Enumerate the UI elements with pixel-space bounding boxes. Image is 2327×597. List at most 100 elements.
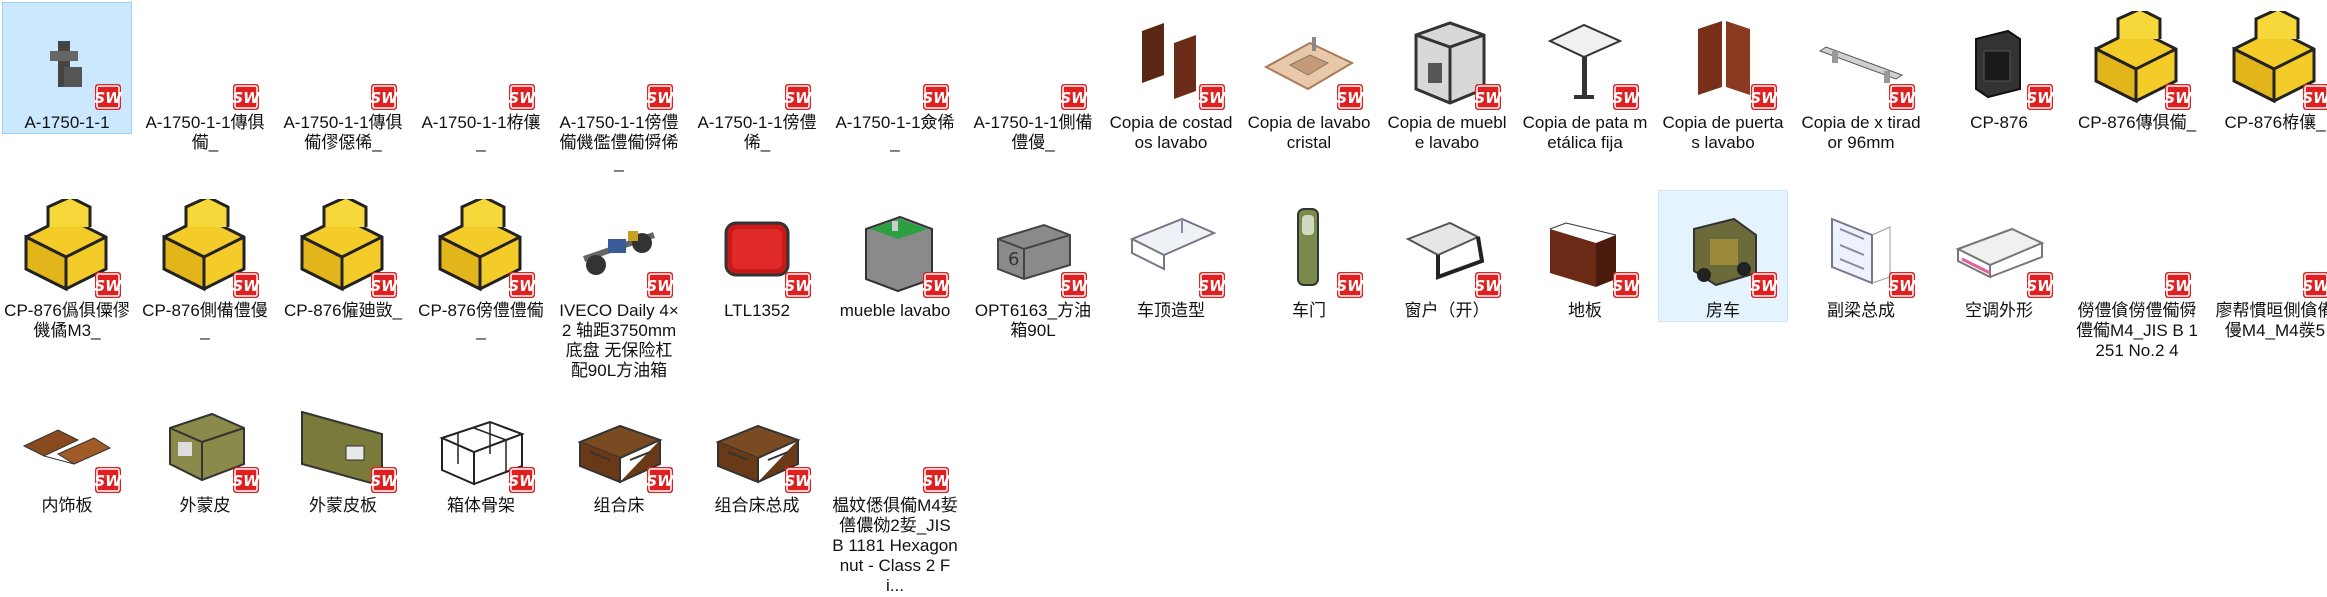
handle-icon (1818, 46, 1904, 83)
file-name: 僗僼僋僗僼僃僢僼僃M4_JIS B 1251 No.2 4 (2076, 301, 2198, 360)
svg-text:SW: SW (1198, 89, 1226, 107)
file-name: CP-876側備僼僈_ (142, 301, 268, 340)
svg-text:SW: SW (646, 89, 674, 107)
file-name: Copia de lavabo cristal (1247, 113, 1371, 152)
file-item[interactable]: SW 廖帮慣晅側僋備僈M4_M4彂5 (2210, 190, 2327, 342)
svg-text:SW: SW (1474, 277, 1502, 295)
solidworks-icon: SW (232, 84, 260, 110)
svg-text:SW: SW (1750, 277, 1778, 295)
file-item[interactable]: SW A-1750-1-1僉俙_ (830, 2, 960, 154)
window-icon (1405, 221, 1485, 280)
file-thumbnail: SW (840, 7, 950, 111)
file-thumbnail: SW (1944, 7, 2054, 111)
solidworks-icon: SW (370, 272, 398, 298)
file-name: 车顶造型 (1137, 301, 1205, 320)
file-thumbnail: SW (426, 7, 536, 111)
file-name: A-1750-1-1傳俱僃僇僫俙_ (283, 113, 403, 152)
svg-text:SW: SW (232, 89, 260, 107)
svg-text:SW: SW (1888, 89, 1916, 107)
file-item[interactable]: SW 外蒙皮 (140, 385, 270, 517)
file-thumbnail: SW (978, 7, 1088, 111)
solidworks-icon: SW (922, 272, 950, 298)
svg-text:SW: SW (94, 472, 122, 490)
solidworks-icon: SW (508, 84, 536, 110)
solidworks-icon: SW (370, 467, 398, 493)
file-name: A-1750-1-1僉俙_ (835, 113, 955, 152)
svg-text:SW: SW (2026, 277, 2054, 295)
svg-text:SW: SW (2026, 89, 2054, 107)
svg-text:SW: SW (784, 89, 812, 107)
svg-text:SW: SW (1888, 277, 1916, 295)
file-thumbnail: SW (288, 7, 398, 111)
file-thumbnail: SW (702, 7, 812, 111)
file-thumbnail: SW (1806, 7, 1916, 111)
file-thumbnail: SW (150, 7, 260, 111)
file-name: 内饰板 (41, 496, 93, 515)
file-name: 地板 (1568, 301, 1602, 320)
svg-text:6: 6 (1008, 249, 1019, 270)
file-item[interactable]: SW 僗僼僋僗僼僃僢僼僃M4_JIS B 1251 No.2 4 (2072, 190, 2202, 362)
file-name: CP-876僞俱僳僇僟僪M3_ (4, 301, 130, 340)
subframe-icon (1831, 217, 1891, 285)
svg-text:SW: SW (922, 472, 950, 490)
yellow-block-icon (300, 199, 384, 292)
file-thumbnail: SW (288, 195, 398, 299)
file-name: CP-876傳俱僃_ (2077, 113, 2197, 132)
file-name: A-1750-1-1傍僼僃僟儖僼僃僢俙_ (559, 113, 679, 172)
file-item[interactable]: SW A-1750-1-1傍僼僃僟儖僼僃僢俙_ (554, 2, 684, 174)
file-thumbnail: SW (1116, 7, 1226, 111)
fuel-tank-icon: 6 (997, 223, 1071, 281)
floor-icon (1549, 222, 1617, 287)
file-name: 廖帮慣晅側僋備僈M4_M4彂5 (2215, 301, 2327, 340)
file-thumbnail: SW (564, 195, 674, 299)
file-item[interactable]: SW 榅妏僁俱僃M4娎僐儂俲2娎_JIS B 1181 Hexagon nut -… (830, 385, 960, 597)
file-thumbnail: SW (150, 390, 260, 494)
svg-text:SW: SW (370, 472, 398, 490)
file-name: 榅妏僁俱僃M4娎僐儂俲2娎_JIS B 1181 Hexagon nut - C… (832, 496, 958, 595)
file-thumbnail: SW (1806, 195, 1916, 299)
yellow-block-icon (438, 199, 522, 292)
svg-text:SW: SW (1612, 89, 1640, 107)
solidworks-icon: SW (922, 84, 950, 110)
solidworks-icon: SW (2164, 272, 2192, 298)
file-name: 外蒙皮 (179, 496, 231, 515)
solidworks-icon: SW (646, 467, 674, 493)
solidworks-icon: SW (2302, 272, 2327, 298)
